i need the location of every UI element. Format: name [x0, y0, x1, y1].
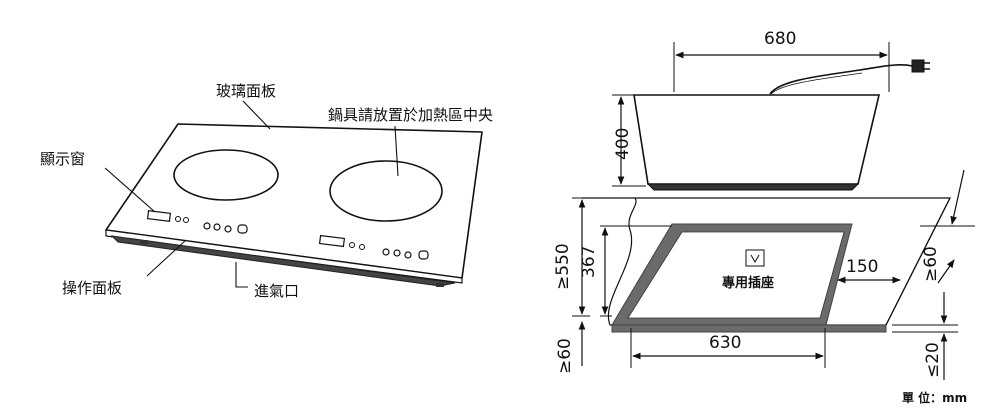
foot-right: [436, 283, 444, 287]
button-right-1[interactable]: [382, 248, 390, 256]
button-left-2[interactable]: [213, 223, 221, 231]
dim-367: 367: [579, 246, 599, 278]
foot-left: [140, 240, 148, 244]
button-right-3[interactable]: [404, 251, 412, 259]
control-panel-left: [146, 210, 248, 234]
unit-label: 單 位：mm: [902, 390, 967, 405]
outlet-icon: [745, 249, 765, 267]
cutout-opening: [627, 231, 845, 319]
dim-630: 630: [709, 333, 741, 353]
plug-icon: [911, 59, 925, 73]
button-left-1[interactable]: [203, 222, 211, 230]
label-glass-panel: 玻璃面板: [216, 82, 276, 100]
button-left-3[interactable]: [224, 225, 232, 233]
power-button-left[interactable]: [237, 224, 248, 234]
dim-680: 680: [764, 29, 796, 49]
cooktop-front-edge: [105, 229, 463, 284]
dim-400: 400: [613, 128, 633, 160]
label-display-window: 顯示窗: [40, 150, 85, 168]
cooktop-side-base: [646, 183, 860, 191]
dim-20: ≤20: [923, 342, 943, 378]
cooktop-illustration: [104, 100, 483, 288]
display-right: [318, 234, 346, 248]
cooktop-side-view: [633, 94, 881, 185]
dimension-drawing: [572, 42, 975, 380]
display-left: [146, 210, 172, 222]
dim-60-right: ≥60: [921, 246, 941, 282]
power-button-right[interactable]: [418, 250, 429, 260]
label-cookware-center: 鍋具請放置於加熱區中央: [328, 106, 493, 124]
dim-150: 150: [846, 257, 878, 277]
left-burner: [173, 149, 279, 201]
outlet-label: 專用插座: [722, 275, 774, 291]
dim-60-left: ≥60: [555, 338, 575, 374]
dim-line-60-right: [950, 169, 965, 225]
label-control-panel: 操作面板: [62, 279, 122, 297]
button-right-2[interactable]: [393, 249, 401, 257]
callout-leaders: [104, 100, 399, 288]
control-panel-right: [318, 234, 429, 260]
right-burner: [329, 160, 443, 222]
label-air-inlet: 進氣口: [254, 282, 299, 300]
dim-550: ≥550: [553, 243, 573, 290]
power-cord: [769, 63, 913, 95]
